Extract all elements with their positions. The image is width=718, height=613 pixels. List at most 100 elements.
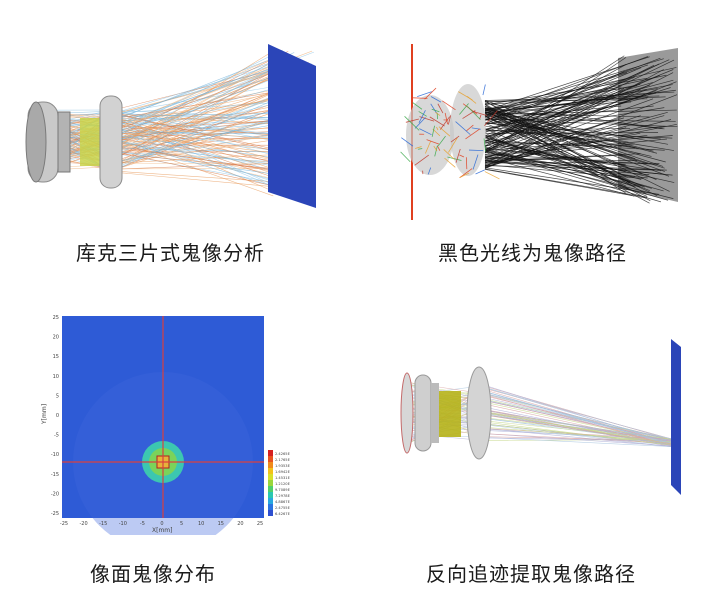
colorbar-label: 2.4755E-07 (275, 506, 290, 510)
ray (484, 84, 650, 138)
aperture (439, 391, 461, 437)
reverse-trace-figure (400, 339, 681, 495)
ray (109, 61, 293, 132)
x-tick-label: 5 (180, 521, 183, 527)
ray (484, 410, 674, 441)
ray (484, 433, 674, 444)
ray (484, 433, 674, 447)
x-tick-label: -25 (60, 521, 68, 527)
ray (484, 122, 661, 140)
colorbar-label: 6.4267E-09 (275, 512, 290, 516)
y-tick-label: -10 (51, 452, 59, 458)
colorbar-swatch (268, 480, 273, 486)
ray (484, 165, 655, 171)
ray (484, 387, 674, 440)
ray (484, 105, 622, 120)
ray (484, 387, 674, 443)
colorbar-swatch (268, 498, 273, 504)
ray (414, 117, 426, 129)
ray (440, 116, 451, 130)
ray (109, 84, 286, 115)
ray (426, 139, 440, 145)
y-tick-label: 25 (53, 315, 59, 321)
ray (483, 138, 487, 152)
ray (417, 91, 432, 98)
colorbar-swatch (268, 492, 273, 498)
ray (459, 154, 465, 158)
colorbar-label: 2.1765E-06 (275, 458, 290, 462)
ray (437, 135, 446, 147)
ray (430, 96, 442, 103)
x-axis-label: X[mm] (152, 527, 172, 534)
caption-cooke-triplet: 库克三片式鬼像分析 (76, 241, 265, 265)
ray (484, 437, 674, 448)
ray (484, 72, 628, 121)
y-tick-label: -15 (51, 472, 59, 478)
y-tick-label: 0 (56, 413, 59, 419)
ray (437, 145, 441, 151)
ray (484, 125, 665, 150)
ray (109, 71, 277, 116)
image-plane (671, 339, 681, 495)
x-tick-label: -5 (140, 521, 145, 527)
ray (109, 170, 284, 183)
ray (443, 149, 455, 160)
ray (437, 103, 444, 114)
x-tick-label: 25 (257, 521, 263, 527)
colorbar-swatch (268, 474, 273, 480)
ray (484, 56, 649, 118)
ray (109, 94, 287, 151)
ray (484, 391, 674, 446)
ray (109, 91, 278, 120)
ray (109, 69, 296, 128)
ray (458, 91, 473, 101)
ray (109, 49, 283, 136)
ray (434, 145, 438, 157)
ray (484, 437, 674, 442)
y-tick-label: 15 (53, 354, 59, 360)
y-tick-label: -20 (51, 491, 59, 497)
ray (484, 78, 627, 121)
ray (484, 55, 625, 147)
ray (484, 74, 661, 152)
y-tick-label: 5 (56, 393, 59, 399)
colorbar-label: 9.7089E-07 (275, 488, 290, 492)
colorbar-label: 1.6942E-06 (275, 470, 290, 474)
ray (415, 146, 422, 149)
ray (109, 97, 286, 128)
y-tick-label: 20 (53, 335, 59, 341)
ray (427, 167, 432, 175)
ray (109, 137, 274, 197)
ray (484, 138, 667, 157)
ray (484, 153, 659, 165)
ray (484, 134, 628, 190)
ray (436, 126, 439, 131)
ray (109, 63, 278, 115)
ray (484, 112, 668, 162)
ray (484, 424, 674, 448)
colorbar-swatch (268, 468, 273, 474)
ray-clutter (400, 84, 500, 180)
ray (412, 97, 428, 99)
ray (484, 115, 665, 166)
ray (412, 102, 423, 110)
ray (109, 96, 294, 124)
ray (404, 115, 420, 131)
ray (450, 135, 460, 143)
lens-3 (99, 95, 123, 189)
ray (401, 137, 414, 147)
ray (484, 114, 629, 143)
colorbar-swatch (268, 462, 273, 468)
ray (484, 111, 669, 145)
ray (484, 95, 660, 101)
ray (484, 149, 669, 201)
ray (109, 97, 271, 172)
colorbar-swatch (268, 456, 273, 462)
ray (448, 137, 458, 153)
colorbar-label: 4.8867E-07 (275, 500, 290, 504)
reverse-trace-raytrace (395, 335, 695, 495)
ray (484, 142, 629, 169)
ray (419, 128, 432, 136)
